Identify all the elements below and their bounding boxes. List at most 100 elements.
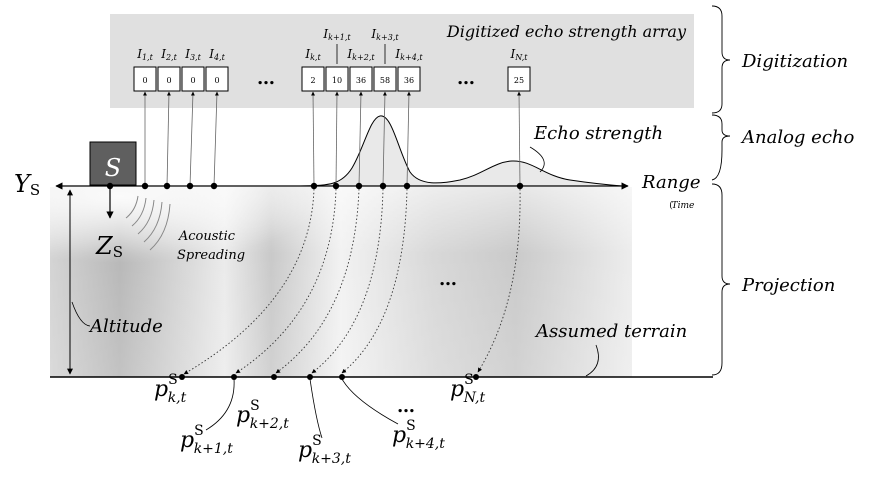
sample-line bbox=[189, 91, 195, 187]
echo-cell-value: 0 bbox=[190, 76, 195, 85]
echo-cell: 0I2,t bbox=[157, 47, 181, 92]
echo-cell-box bbox=[507, 66, 531, 92]
echo-cell-value: 36 bbox=[404, 76, 414, 85]
altitude-label: Altitude bbox=[88, 316, 163, 337]
sample-dot bbox=[516, 182, 524, 190]
stage-label-digitization: Digitization bbox=[741, 51, 848, 72]
stage-label-analog-echo: Analog echo bbox=[740, 127, 854, 148]
echo-strength-label: Echo strength bbox=[533, 123, 663, 144]
echo-cell: 2 Ik,t bbox=[301, 47, 325, 92]
sensor-box bbox=[89, 141, 137, 186]
echo-cell-box bbox=[325, 66, 349, 92]
digitization-panel: Digitized echo strength array bbox=[110, 14, 694, 108]
terrain-point-leader bbox=[205, 378, 235, 431]
spreading-label-line2: Spreading bbox=[177, 248, 245, 263]
echo-cell-value: 2 bbox=[310, 76, 315, 85]
echo-strength-leader bbox=[529, 146, 545, 173]
echo-cell: 36 Ik+2,t bbox=[346, 47, 375, 92]
echo-cell-box bbox=[301, 66, 325, 92]
echo-cell-value: 10 bbox=[332, 76, 342, 85]
echo-cell-label: Ik,t bbox=[304, 47, 321, 62]
digitization-panel-title: Digitized echo strength array bbox=[446, 22, 687, 41]
brace-digitization bbox=[711, 5, 731, 114]
echo-cell-box bbox=[373, 66, 397, 92]
acoustic-spreading-arcs bbox=[125, 195, 171, 251]
echo-cell: 10 Ik+1,t bbox=[322, 27, 351, 92]
stage-braces bbox=[711, 5, 731, 376]
sample-line bbox=[213, 91, 219, 187]
echo-cell-value: 0 bbox=[166, 76, 171, 85]
array-ellipsis-right: … bbox=[457, 68, 475, 89]
echo-cell-label: Ik+1,t bbox=[322, 27, 351, 42]
echo-cell-value: 36 bbox=[356, 76, 366, 85]
sample-line bbox=[358, 91, 363, 187]
echo-cell-label: I1,t bbox=[136, 47, 153, 62]
sample-dot bbox=[379, 182, 387, 190]
projection-curves bbox=[183, 188, 521, 375]
echo-cell-box bbox=[157, 66, 181, 92]
echo-cell-box bbox=[205, 66, 229, 92]
echo-cell: 25 IN,t bbox=[507, 47, 531, 92]
echo-cell-label: Ik+4,t bbox=[394, 47, 423, 62]
sample-dot bbox=[141, 182, 149, 190]
altitude-leader bbox=[71, 301, 91, 327]
echo-cell-box bbox=[181, 66, 205, 92]
time-label: Time bbox=[672, 201, 695, 211]
stage-label-projection: Projection bbox=[741, 275, 835, 296]
sample-line bbox=[382, 91, 387, 187]
echo-cell-label: IN,t bbox=[510, 47, 529, 62]
sample-line bbox=[517, 91, 522, 187]
terrain-point-dot bbox=[271, 374, 277, 380]
time-label-open: ( bbox=[669, 200, 673, 211]
sample-dot bbox=[403, 182, 411, 190]
sample-line bbox=[406, 91, 411, 187]
sample-line bbox=[311, 91, 316, 187]
echo-cell-label: Ik+2,t bbox=[346, 47, 375, 62]
echo-cell-label: Ik+3,t bbox=[370, 27, 399, 42]
sample-dot bbox=[186, 182, 194, 190]
digitization-panel-bg bbox=[110, 14, 694, 108]
echo-cell-value: 25 bbox=[514, 76, 524, 85]
assumed-terrain-label: Assumed terrain bbox=[534, 321, 687, 342]
sample-dot bbox=[332, 182, 340, 190]
projection-ellipsis: … bbox=[439, 269, 457, 290]
echo-cell-box bbox=[397, 66, 421, 92]
sensor-symbol: S bbox=[105, 154, 121, 182]
sample-dot bbox=[310, 182, 318, 190]
echo-cell: 0I3,t bbox=[181, 47, 205, 92]
z-axis-label: ZS bbox=[95, 232, 123, 261]
terrain-point-dot bbox=[339, 374, 345, 380]
sample-lines bbox=[141, 91, 524, 190]
assumed-terrain-leader bbox=[585, 344, 599, 377]
echo-cell: 36 Ik+4,t bbox=[394, 47, 423, 92]
projection-curve-k3 bbox=[311, 188, 384, 374]
brace-analog-echo bbox=[711, 114, 731, 181]
spreading-label-line1: Acoustic bbox=[178, 229, 236, 244]
echo-cell-value: 0 bbox=[214, 76, 219, 85]
terrain-point-dot bbox=[179, 374, 185, 380]
projection-curve-k bbox=[183, 188, 315, 375]
terrain-ellipsis: … bbox=[397, 396, 415, 417]
sample-line bbox=[166, 91, 171, 187]
brace-projection bbox=[711, 183, 731, 376]
terrain-point-dot bbox=[307, 374, 313, 380]
echo-cell: 0I4,t bbox=[205, 47, 229, 92]
echo-cell: 0 I1,t bbox=[133, 47, 157, 92]
echo-cell-box bbox=[133, 66, 157, 92]
sample-dot bbox=[355, 182, 363, 190]
echo-cell-value: 0 bbox=[142, 76, 147, 85]
echo-cell-box bbox=[349, 66, 373, 92]
terrain-point-leader bbox=[341, 378, 399, 425]
terrain-point-dot bbox=[231, 374, 237, 380]
